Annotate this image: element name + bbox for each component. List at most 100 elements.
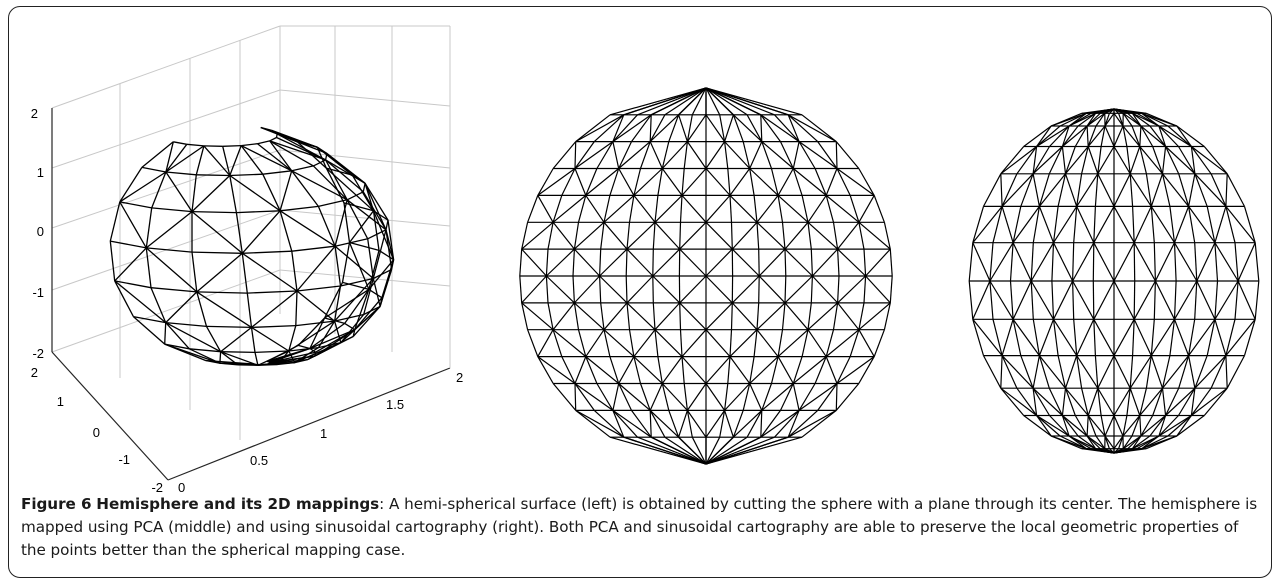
mesh-edge [266, 360, 269, 363]
mesh-edge [1188, 318, 1216, 356]
mesh-edge [756, 222, 760, 250]
mesh-edge [151, 207, 193, 213]
mesh-edge [705, 436, 789, 465]
mesh-edge [276, 133, 326, 161]
mesh-edge [1113, 206, 1135, 243]
mesh-edge [1100, 125, 1106, 147]
mesh-edge [678, 114, 688, 142]
mesh-edge [798, 141, 816, 169]
mesh-edge [220, 326, 252, 353]
mesh-edge [777, 194, 809, 223]
mesh-edge [1140, 415, 1166, 437]
mesh-edge [288, 346, 319, 352]
mesh-edge [1057, 355, 1067, 389]
mesh-edge [801, 195, 809, 223]
mesh-edge [577, 195, 587, 223]
mesh-edge [1076, 355, 1099, 389]
mesh-edge [807, 222, 812, 250]
mesh-edge [574, 141, 577, 169]
mesh-edge [363, 278, 374, 315]
mesh-edge [1176, 415, 1205, 437]
mesh-edge [1188, 206, 1196, 243]
mesh-edge [1104, 125, 1115, 147]
mesh-edge [191, 251, 243, 254]
mesh-edge [1068, 112, 1096, 127]
mesh-edge [749, 141, 763, 169]
mesh-edge [205, 326, 222, 353]
mesh-edge [1167, 415, 1192, 437]
mesh-edge [235, 212, 243, 254]
mesh-edge [609, 356, 620, 384]
mesh-edge [1154, 280, 1176, 320]
mesh-edge [1097, 146, 1102, 174]
mesh-edge [1122, 125, 1141, 147]
mesh-edge [1095, 112, 1106, 127]
mesh-edge [362, 183, 366, 192]
mesh-edge [686, 114, 707, 142]
mesh-edge [574, 168, 587, 196]
mesh-edge [1173, 242, 1198, 282]
mesh-edge [585, 168, 598, 196]
mesh-edge [195, 145, 205, 175]
mesh-edge [324, 288, 370, 319]
mesh-edge [825, 194, 860, 223]
mesh-edge [756, 302, 760, 330]
mesh-edge [652, 275, 681, 304]
mesh-edge [1093, 319, 1115, 356]
mesh-edge [334, 246, 342, 287]
mesh-edge [1140, 125, 1154, 147]
mesh-edge [240, 145, 264, 175]
mesh-edge [348, 210, 375, 243]
mesh-edge [784, 249, 787, 277]
mesh-edge [1050, 112, 1087, 127]
mesh-edge [849, 329, 860, 357]
mesh-edge [593, 409, 625, 438]
grid-line [279, 149, 451, 169]
mesh-edge [652, 248, 681, 277]
mesh-edge [1093, 206, 1096, 243]
mesh-edge [1133, 280, 1136, 320]
mesh-edge [749, 356, 779, 384]
mesh-edge [1076, 206, 1095, 243]
mesh-edge [1097, 173, 1115, 207]
mesh-edge [1153, 242, 1156, 282]
mesh-edge [836, 168, 851, 196]
mesh-edge [1062, 415, 1088, 437]
mesh-edge [599, 275, 602, 303]
mesh-edge [1000, 387, 1025, 416]
mesh-edge [858, 168, 875, 196]
mesh-edge [1038, 173, 1050, 207]
mesh-edge [603, 302, 628, 331]
mesh-edge [705, 114, 726, 142]
mesh-edge [1226, 173, 1246, 207]
mesh-edge [1203, 387, 1228, 416]
mesh-edge [691, 436, 707, 465]
mesh-edge [585, 329, 605, 357]
mesh-edge [547, 222, 554, 250]
mesh-edge [349, 241, 380, 252]
mesh-edge [1225, 318, 1256, 356]
mesh-edge [229, 173, 263, 177]
mesh-edge [678, 87, 707, 116]
mesh-edge [968, 280, 974, 320]
mesh-edge [858, 221, 891, 250]
mesh-edge [832, 302, 839, 330]
z-tick-label: 0 [37, 224, 44, 239]
z-tick-label: -1 [32, 285, 44, 300]
mesh-edge [1254, 242, 1260, 282]
mesh-edge [119, 167, 143, 203]
mesh-edge [1122, 415, 1141, 437]
mesh-edge [849, 195, 860, 223]
mesh-edge [585, 356, 598, 384]
mesh-edge [1127, 112, 1142, 127]
mesh-edge [561, 356, 576, 384]
mesh-edge [257, 140, 270, 145]
mesh-edge [817, 141, 838, 169]
mesh-edge [1194, 242, 1198, 282]
mesh-edge [220, 351, 259, 366]
mesh-edge [1038, 355, 1050, 389]
mesh-edge [1133, 319, 1152, 356]
mesh-edge [612, 114, 638, 143]
mesh-edge [1158, 415, 1167, 437]
mesh-edge [1173, 280, 1177, 320]
